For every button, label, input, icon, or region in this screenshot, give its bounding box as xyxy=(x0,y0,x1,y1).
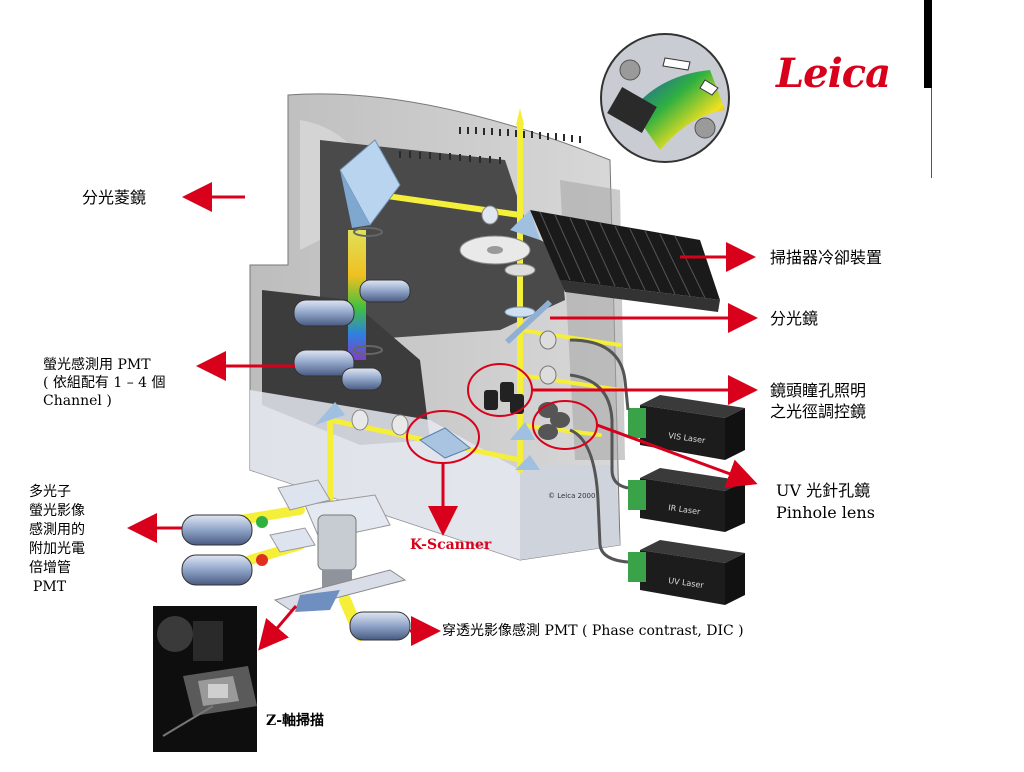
label-transmitted-pmt: 穿透光影像感測 PMT ( Phase contrast, DIC ) xyxy=(442,623,744,639)
label-beam-splitter: 分光鏡 xyxy=(770,309,819,328)
beam-splitter-prism xyxy=(339,139,401,228)
label-multiphoton-4: 附加光電 xyxy=(29,541,85,557)
label-k-scanner: K-Scanner xyxy=(410,537,492,553)
label-multiphoton-6: PMT xyxy=(33,579,67,595)
leica-logo: Leica xyxy=(776,50,891,97)
label-multiphoton-1: 多光子 xyxy=(29,484,71,500)
label-beam-splitter-prism: 分光菱鏡 xyxy=(82,188,147,207)
label-z-scan: Z-軸掃描 xyxy=(266,713,325,729)
label-fluor-pmt-2: ( 依組配有 1 – 4 個 xyxy=(43,375,166,391)
output-arrow-icon xyxy=(516,108,524,125)
internal-optics xyxy=(315,205,570,470)
label-pinhole-2: 之光徑調控鏡 xyxy=(770,402,867,421)
external-pmts xyxy=(181,514,411,641)
z-scan-photo xyxy=(153,606,257,752)
laser-modules: VIS Laser IR Laser UV Laser xyxy=(628,395,745,605)
slide-edge-bar xyxy=(924,0,932,88)
label-uv-pinhole-2: Pinhole lens xyxy=(776,503,875,522)
scanner-detail-inset xyxy=(600,33,730,163)
label-uv-pinhole-1: UV 光針孔鏡 xyxy=(776,481,871,500)
label-multiphoton-5: 倍增管 xyxy=(29,560,71,576)
label-multiphoton-2: 螢光影像 xyxy=(29,503,85,519)
spectral-beam xyxy=(348,230,366,360)
label-fluor-pmt-1: 螢光感測用 PMT xyxy=(43,357,151,373)
uv-laser: UV Laser xyxy=(628,540,745,605)
label-pinhole-1: 鏡頭瞳孔照明 xyxy=(770,381,867,400)
housing-mark: © Leica 2000 xyxy=(548,492,595,500)
slide-edge-line xyxy=(931,88,932,178)
vis-laser: VIS Laser xyxy=(628,395,745,460)
label-scanner-cooling: 掃描器冷卻裝置 xyxy=(770,248,883,267)
scanner-cooling-fins xyxy=(530,210,720,312)
label-multiphoton-3: 感測用的 xyxy=(29,522,85,538)
microscope-objective xyxy=(269,479,407,612)
callout-arrows xyxy=(127,182,758,651)
ir-laser: IR Laser xyxy=(628,468,745,532)
fiber-cables xyxy=(569,338,630,564)
fluorescence-pmts xyxy=(293,279,411,391)
label-fluor-pmt-3: Channel ) xyxy=(43,393,112,409)
